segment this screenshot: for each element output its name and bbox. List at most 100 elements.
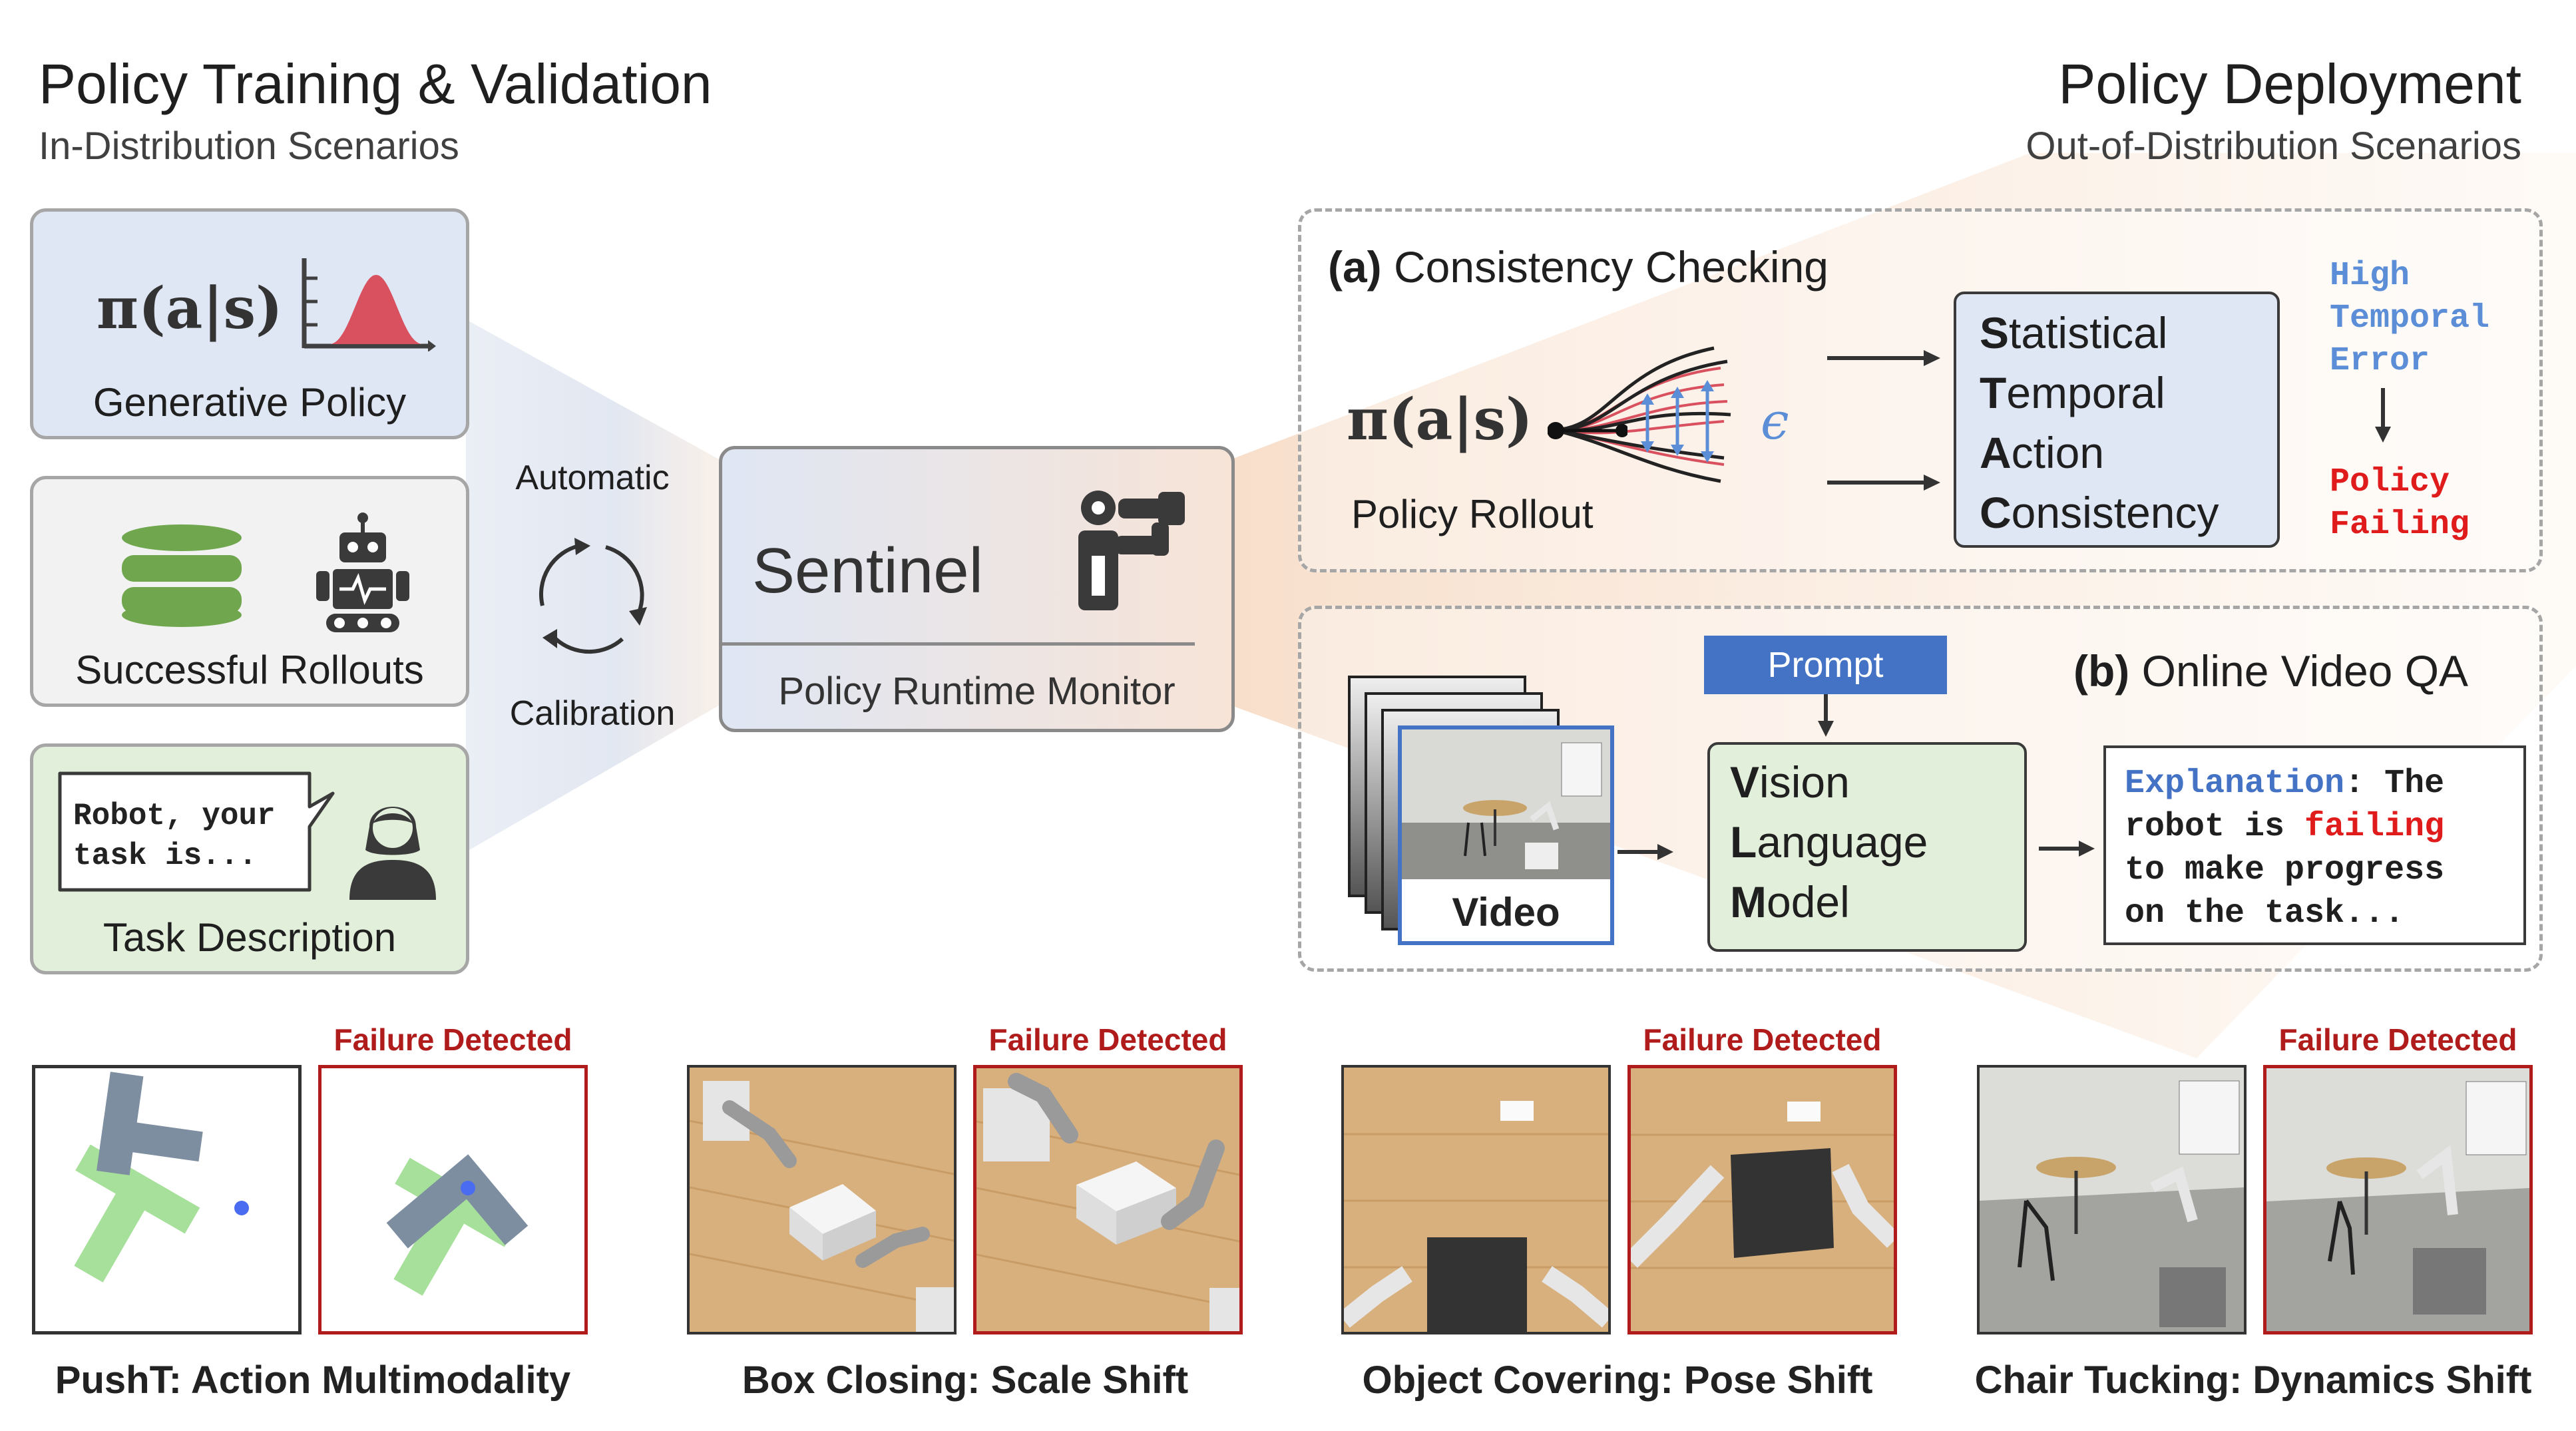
consistency-heading-text: Consistency Checking (1394, 242, 1828, 292)
vlm-rest-l: anguage (1757, 817, 1928, 867)
successful-rollouts-label: Successful Rollouts (75, 648, 424, 692)
box-image-fail (976, 1073, 1239, 1331)
distribution-icon (302, 258, 436, 351)
cycle-arrows-icon (539, 538, 647, 654)
generative-policy-box: π(a|s) Generative Policy (30, 208, 469, 439)
stac-line-4: Consistency (1980, 487, 2219, 538)
video-qa-heading: (b) Online Video QA (2073, 646, 2468, 696)
successful-rollouts-box: Successful Rollouts (30, 476, 469, 707)
caption-covering: Object Covering: Pose Shift (1362, 1358, 1873, 1402)
arrow-prompt-to-vlm (1818, 694, 1834, 737)
caption-chair: Chair Tucking: Dynamics Shift (1974, 1358, 2532, 1402)
pusht-image-fail (386, 1154, 529, 1296)
sentinel-box: Sentinel Policy Runtime Monitor (719, 446, 1235, 732)
calibration-top-label: Automatic (515, 459, 670, 497)
speech-line-1: Robot, your (73, 799, 276, 833)
left-title: Policy Training & Validation (39, 53, 712, 115)
covering-thumb-fail (1627, 1065, 1897, 1334)
sentinel-subtitle: Policy Runtime Monitor (778, 670, 1176, 713)
stac-initial-s: S (1980, 308, 2010, 357)
stac-rest-a: ction (2011, 428, 2105, 477)
vlm-line-3: Model (1730, 877, 1850, 927)
chair-thumb-fail (2263, 1065, 2533, 1334)
failing-line-2: Failing (2330, 506, 2470, 544)
rollout-label: Policy Rollout (1351, 492, 1594, 536)
calibration-bottom-label: Calibration (509, 694, 676, 733)
caption-box: Box Closing: Scale Shift (742, 1358, 1189, 1402)
vlm-rest-m: odel (1766, 877, 1850, 926)
speech-line-2: task is... (73, 839, 258, 873)
explanation-line-1-rest: : The (2344, 765, 2445, 803)
prompt-box: Prompt (1704, 636, 1947, 694)
sentinel-divider (722, 642, 1195, 646)
pusht-image-ok (74, 1072, 249, 1283)
stac-line-3: Action (1980, 427, 2104, 478)
consistency-heading: (a) Consistency Checking (1328, 242, 1828, 292)
covering-image-fail (1631, 1102, 1894, 1269)
stac-rest-s: tatistical (2009, 308, 2168, 357)
failure-label-pusht: Failure Detected (333, 1022, 572, 1057)
failure-label-box: Failure Detected (988, 1022, 1227, 1057)
stac-initial-a: A (1980, 428, 2012, 477)
covering-image-ok (1344, 1101, 1608, 1332)
down-arrow-icon (2375, 388, 2391, 443)
failure-label-chair: Failure Detected (2278, 1022, 2517, 1057)
epsilon-symbol: ϵ (1761, 391, 1789, 451)
speech-bubble-icon (58, 771, 335, 892)
vlm-line-2: Language (1730, 817, 1928, 867)
right-title: Policy Deployment (2058, 53, 2521, 115)
task-description-box: Robot, your task is... Task Description (30, 743, 469, 974)
stac-rest-c: onsistency (2011, 488, 2219, 537)
policy-formula: π(a|s) (97, 275, 283, 342)
box-thumb-fail (973, 1065, 1243, 1334)
caption-pusht: PushT: Action Multimodality (55, 1358, 571, 1402)
video-qa-panel: (b) Online Video QA Video Prompt (1298, 606, 2543, 972)
covering-thumb-ok (1341, 1065, 1611, 1334)
stac-line-1: Statistical (1980, 307, 2167, 358)
pusht-thumb-ok (32, 1065, 302, 1334)
database-icon (122, 524, 242, 627)
failure-label-covering: Failure Detected (1643, 1022, 1882, 1057)
box-image-ok (690, 1081, 954, 1332)
stac-rest-t: emporal (2006, 368, 2165, 417)
vlm-initial-m: M (1730, 877, 1767, 926)
explanation-box: Explanation: The robot is failing to mak… (2103, 745, 2526, 945)
vlm-line-1: Vision (1730, 757, 1850, 807)
explanation-failing: failing (2304, 808, 2445, 846)
explanation-line-3: to make progress (2125, 851, 2445, 889)
rollout-formula: π(a|s) (1347, 386, 1533, 453)
chair-image-fail (2266, 1068, 2529, 1331)
person-icon (349, 807, 436, 900)
explanation-line-4: on the task... (2125, 895, 2405, 932)
rollout-nodes (1548, 422, 1627, 439)
error-line-2: Temporal (2330, 300, 2490, 337)
video-stack: Video (1348, 676, 1614, 955)
explanation-line-1: Explanation: The (2125, 765, 2444, 803)
video-qa-heading-text: Online Video QA (2141, 646, 2469, 696)
stac-box: Statistical Temporal Action Consistency (1954, 292, 2280, 548)
task-description-label: Task Description (103, 915, 397, 960)
video-scene-image (1402, 729, 1610, 879)
stac-line-2: Temporal (1980, 367, 2165, 418)
stac-initial-c: C (1980, 488, 2012, 537)
vlm-rest-v: ision (1759, 757, 1850, 807)
video-label: Video (1452, 890, 1560, 934)
box-thumb-ok (687, 1065, 957, 1334)
video-frame-front: Video (1398, 725, 1614, 945)
chair-thumb-ok (1977, 1065, 2247, 1334)
video-qa-heading-prefix: (b) (2073, 646, 2130, 696)
vlm-initial-v: V (1730, 757, 1760, 807)
arrow-video-to-vlm (1617, 844, 1673, 860)
failing-line-1: Policy (2330, 463, 2450, 501)
stac-initial-t: T (1980, 368, 2007, 417)
left-subtitle: In-Distribution Scenarios (39, 124, 459, 168)
chair-image-ok (1980, 1068, 2244, 1332)
pusht-thumb-fail (318, 1065, 588, 1334)
right-subtitle: Out-of-Distribution Scenarios (2026, 124, 2521, 168)
sentinel-title: Sentinel (752, 535, 983, 606)
robot-icon (316, 512, 409, 632)
vlm-box: Vision Language Model (1707, 742, 2027, 952)
explanation-key: Explanation (2125, 765, 2345, 803)
arrow-vlm-to-explanation (2039, 841, 2095, 857)
error-line-3: Error (2330, 342, 2430, 380)
